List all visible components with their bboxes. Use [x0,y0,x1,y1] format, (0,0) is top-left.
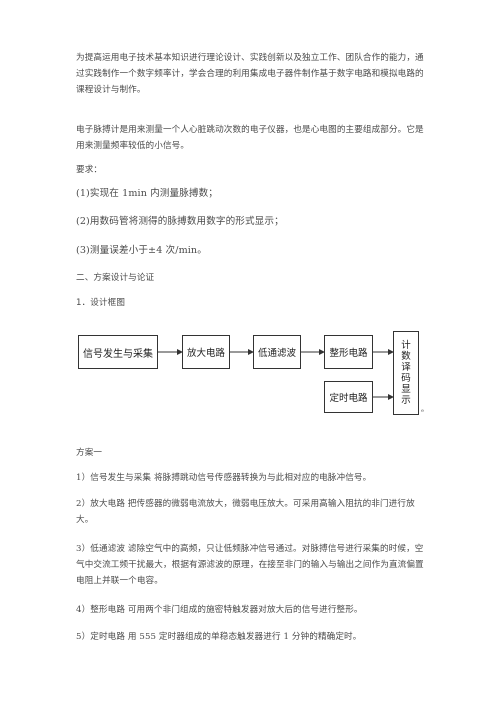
scheme-heading: 方案一 [76,448,103,458]
block-timing-circuit: 定时电路 [324,381,373,413]
block-lowpass-filter: 低通滤波 [253,335,301,369]
block-shaping-circuit: 整形电路 [324,335,373,369]
counter-char-2: 数 [401,351,411,362]
requirement-2: (2)用数码管将测得的脉搏数用数字的形式显示； [76,216,284,227]
requirement-3: (3)测量误差小于±4 次/min。 [76,245,207,256]
counter-char-1: 计 [401,340,411,351]
intro-paragraph-2: 电子脉搏计是用来测量一个人心脏跳动次数的电子仪器，也是心电图的主要组成部分。它是… [76,125,424,151]
block-amplifier: 放大电路 [182,335,230,369]
diagram-corner-mark: e [421,408,424,414]
block-signal-acquisition: 信号发生与采集 [78,335,158,369]
list-item-1: 1）信号发生与采集 将脉搏跳动信号传感器转换为与此相对应的电脉冲信号。 [76,473,372,483]
intro-paragraph-1: 为提高运用电子技术基本知识进行理论设计、实践创新以及独立工作、团队合作的能力，通… [76,53,424,95]
subsection-heading: 1．设计框图 [76,298,126,308]
section-heading: 二、方案设计与论证 [76,273,155,283]
requirement-1: (1)实现在 1min 内测量脉搏数； [76,188,218,199]
counter-char-3: 译 [401,362,411,373]
counter-char-6: 示 [401,395,411,406]
list-item-2: 2）放大电路 把传感器的微弱电流放大，微弱电压放大。可采用高输入阻抗的非门进行放… [76,499,415,525]
list-item-5: 5）定时电路 用 555 定时器组成的单稳态触发器进行 1 分钟的精确定时。 [76,632,362,642]
block-counter-display: 计 数 译 码 显 示 [393,331,419,415]
list-item-4: 4）整形电路 可用两个非门组成的施密特触发器对放大后的信号进行整形。 [76,605,363,615]
list-item-3: 3）低通滤波 滤除空气中的高频，只让低频脉冲信号通过。对脉搏信号进行采集的时候，… [76,544,424,586]
counter-char-4: 码 [401,373,411,384]
counter-char-5: 显 [401,384,411,395]
requirements-title: 要求： [76,165,103,175]
